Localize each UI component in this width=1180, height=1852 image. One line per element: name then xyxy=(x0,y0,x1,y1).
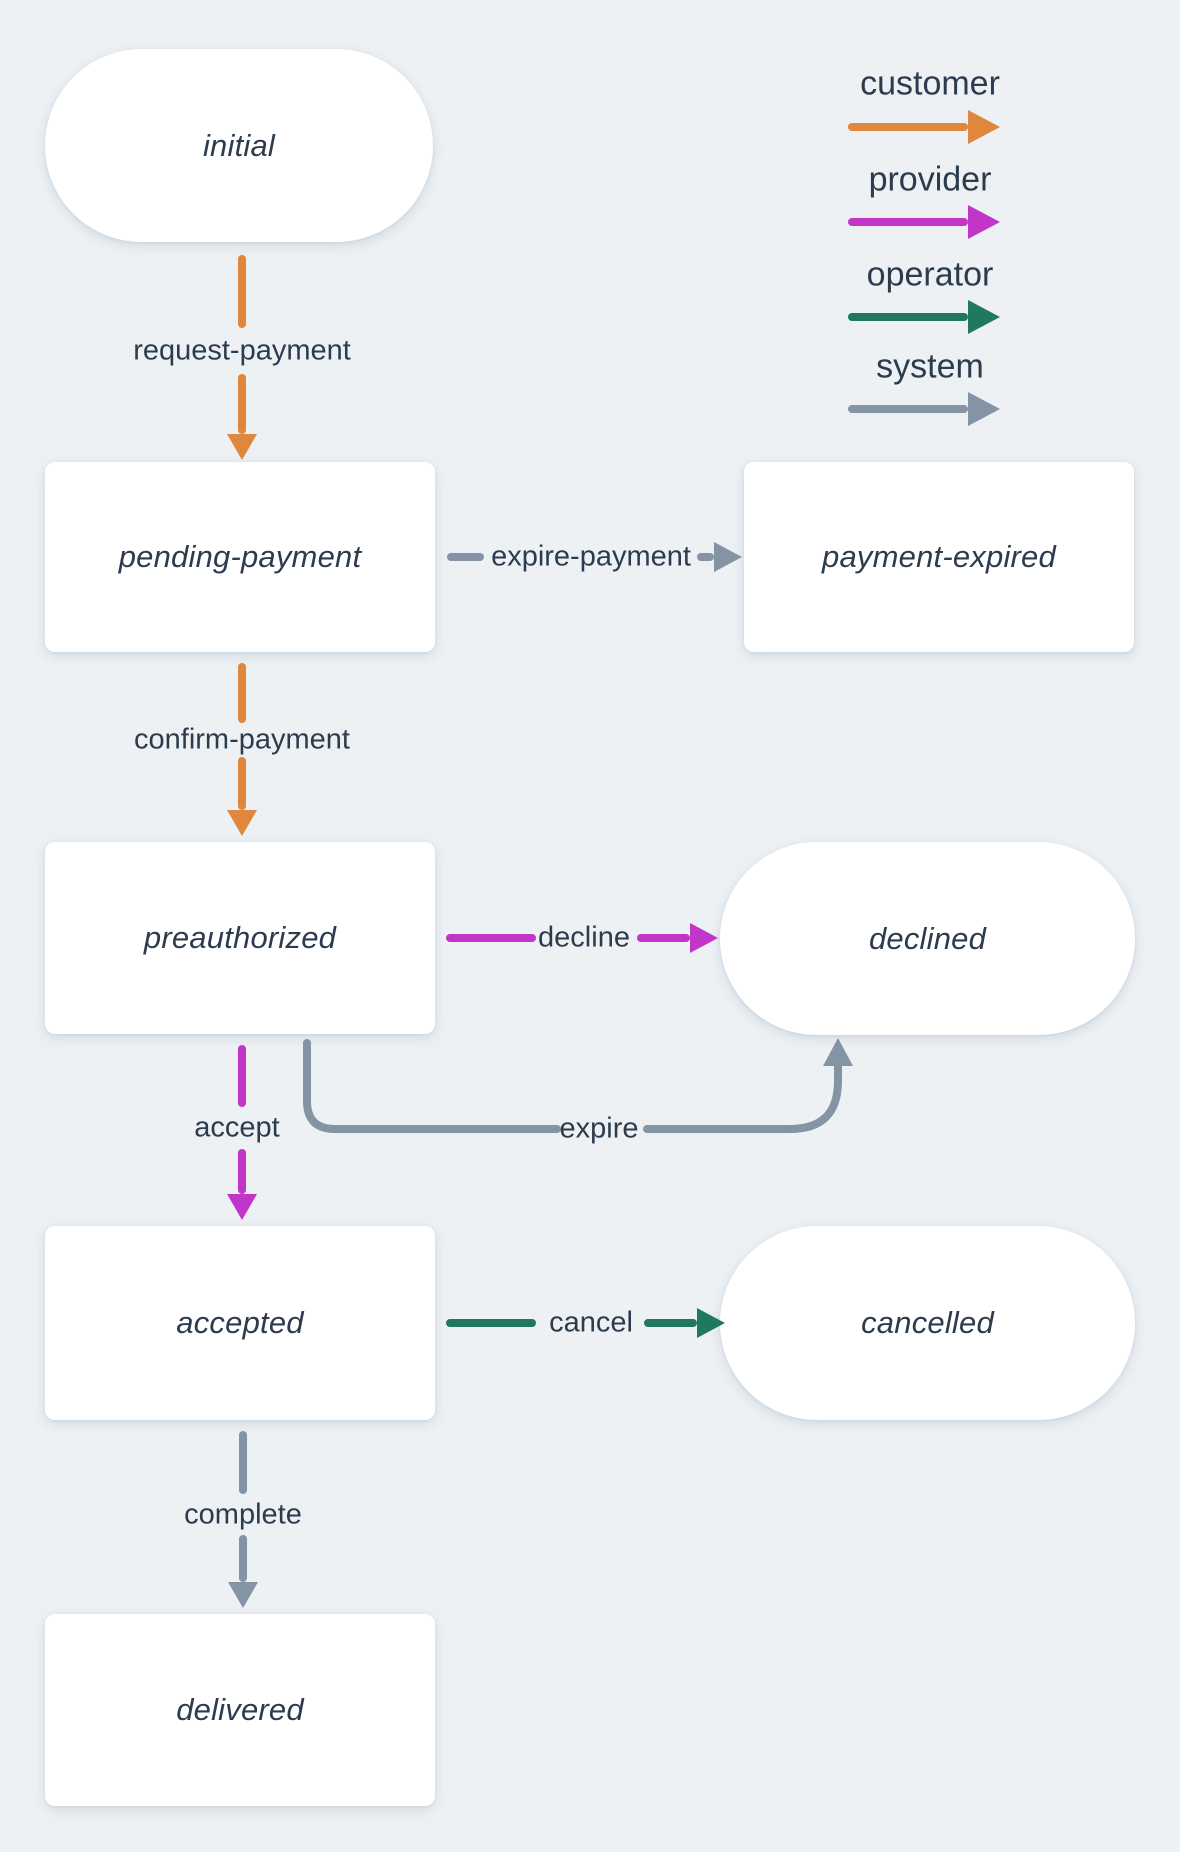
edge-accept-line xyxy=(238,1149,246,1194)
arrowhead-right-icon xyxy=(697,1308,725,1338)
edge-expire-label: expire xyxy=(559,1112,639,1145)
arrowhead-right-icon xyxy=(690,923,718,953)
edge-expire-line xyxy=(303,1039,561,1133)
edge-confirm-payment-line xyxy=(238,663,246,723)
node-initial-label: initial xyxy=(202,127,276,163)
arrowhead-up-icon xyxy=(823,1038,853,1066)
edge-confirm-payment-line xyxy=(238,757,246,810)
legend-label-system: system xyxy=(876,347,984,386)
legend-arrow-system-line xyxy=(848,405,968,413)
edge-decline-line xyxy=(446,934,536,942)
legend-label-customer: customer xyxy=(860,64,1000,103)
node-accepted: accepted xyxy=(45,1226,435,1420)
node-cancelled-label: cancelled xyxy=(861,1305,994,1340)
arrowhead-right-icon xyxy=(714,542,742,572)
edge-cancel-label: cancel xyxy=(549,1306,633,1339)
node-initial: initial xyxy=(45,49,433,242)
node-delivered: delivered xyxy=(45,1614,435,1806)
edge-expire-line xyxy=(643,1060,842,1133)
edge-expire-payment-label: expire-payment xyxy=(491,540,691,573)
edge-complete-label: complete xyxy=(184,1498,302,1531)
edge-complete-line xyxy=(239,1535,247,1582)
arrowhead-right-icon xyxy=(968,300,1000,334)
edge-decline-line xyxy=(637,934,690,942)
node-accepted-label: accepted xyxy=(176,1305,304,1340)
edge-request-payment-label: request-payment xyxy=(133,334,351,367)
node-pending-payment: pending-payment xyxy=(45,462,435,652)
arrowhead-down-icon xyxy=(227,434,257,460)
edge-accept-line xyxy=(238,1045,246,1107)
node-preauthorized: preauthorized xyxy=(45,842,435,1034)
edge-cancel-line xyxy=(446,1319,536,1327)
node-delivered-label: delivered xyxy=(176,1692,304,1727)
arrowhead-right-icon xyxy=(968,110,1000,144)
legend-arrow-customer-line xyxy=(848,123,968,131)
edge-expire-payment-line xyxy=(447,553,484,561)
edge-request-payment-line xyxy=(238,374,246,434)
node-declined-label: declined xyxy=(868,920,987,956)
arrowhead-right-icon xyxy=(968,392,1000,426)
arrowhead-down-icon xyxy=(227,810,257,836)
edge-request-payment-line xyxy=(238,255,246,328)
node-cancelled: cancelled xyxy=(720,1226,1135,1420)
edge-decline-label: decline xyxy=(538,921,630,954)
node-payment-expired-label: payment-expired xyxy=(822,539,1056,574)
arrowhead-right-icon xyxy=(968,205,1000,239)
edge-complete-line xyxy=(239,1431,247,1494)
node-declined: declined xyxy=(720,842,1135,1035)
legend-label-provider: provider xyxy=(868,160,992,199)
node-preauthorized-label: preauthorized xyxy=(143,920,337,955)
edge-cancel-line xyxy=(644,1319,697,1327)
edge-confirm-payment-label: confirm-payment xyxy=(134,723,350,756)
legend-arrow-provider-line xyxy=(848,218,968,226)
node-pending-payment-label: pending-payment xyxy=(118,539,362,574)
node-payment-expired: payment-expired xyxy=(744,462,1134,652)
arrowhead-down-icon xyxy=(228,1582,258,1608)
edge-accept-label: accept xyxy=(194,1111,280,1144)
legend-label-operator: operator xyxy=(866,255,994,294)
legend-arrow-operator-line xyxy=(848,313,968,321)
edge-expire-payment-line xyxy=(697,553,714,561)
arrowhead-down-icon xyxy=(227,1194,257,1220)
